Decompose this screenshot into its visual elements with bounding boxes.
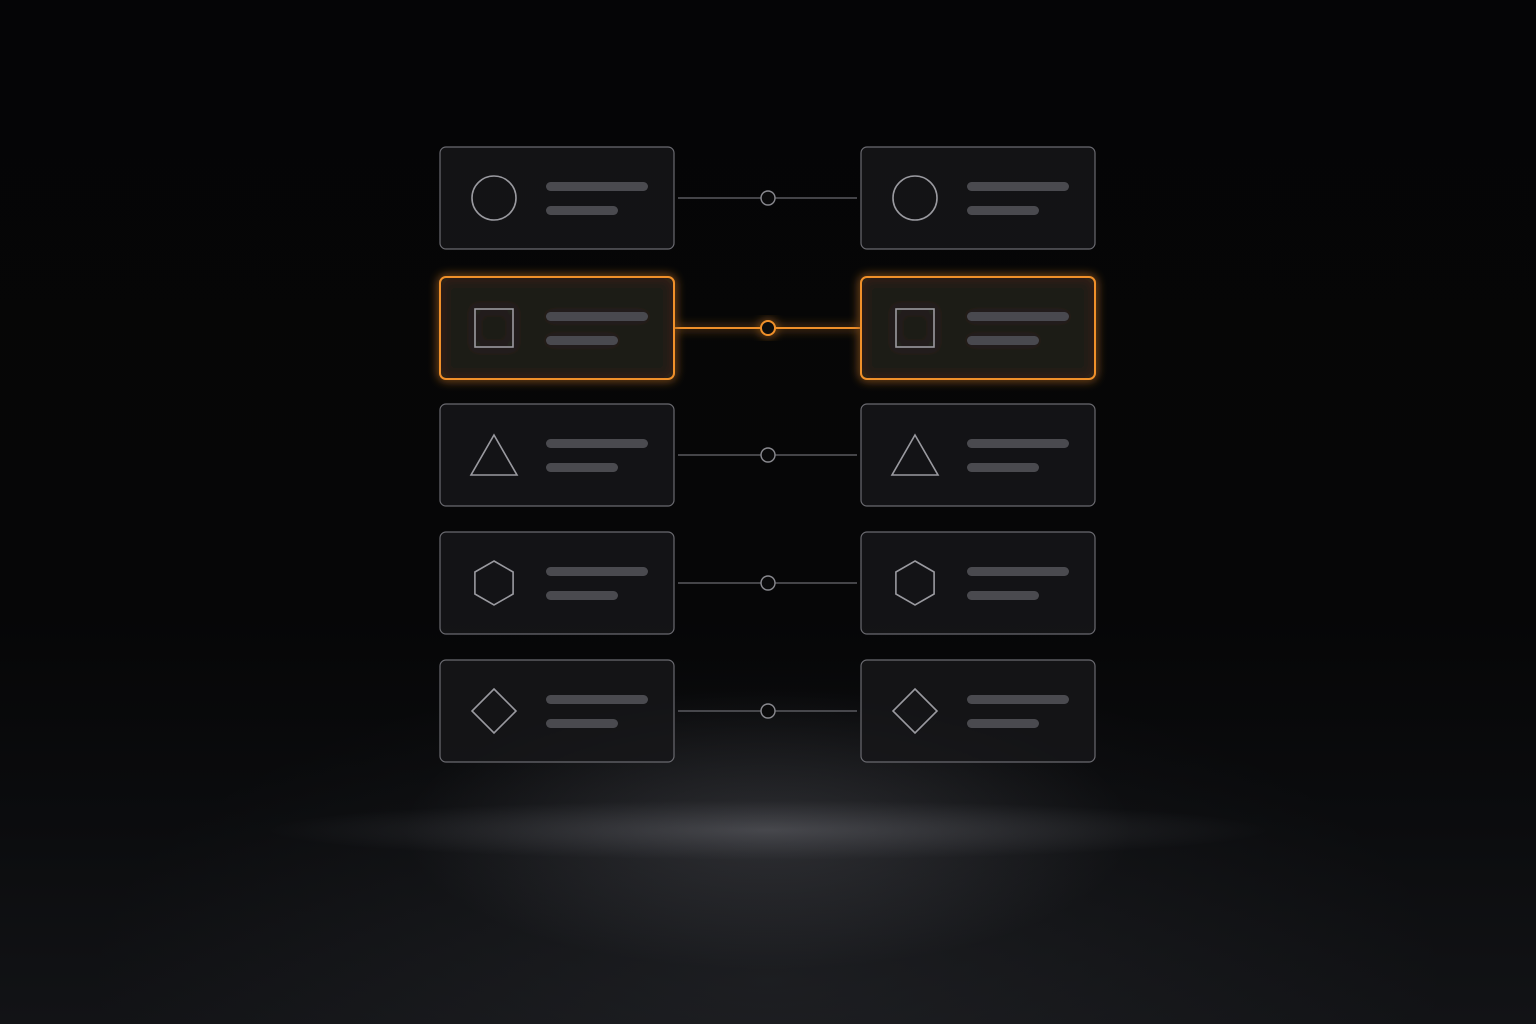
text-line-short	[546, 719, 618, 728]
text-line-short	[967, 463, 1039, 472]
text-line-long	[546, 312, 648, 321]
text-line-short	[546, 463, 618, 472]
text-line-long	[546, 695, 648, 704]
left-card-2	[439, 276, 675, 380]
floor-light	[260, 800, 1276, 860]
text-line-short	[967, 336, 1039, 345]
left-card-5	[439, 659, 675, 763]
card-frame	[860, 276, 1096, 380]
text-line-long	[546, 182, 648, 191]
connector-1	[678, 190, 857, 206]
text-line-long	[967, 695, 1069, 704]
connector-node	[760, 320, 776, 336]
connector-5	[678, 703, 857, 719]
square-icon	[895, 308, 935, 348]
card-frame	[439, 659, 675, 763]
text-line-long	[967, 182, 1069, 191]
connector-2	[674, 320, 861, 336]
triangle-icon	[469, 433, 519, 476]
text-line-short	[967, 719, 1039, 728]
text-line-short	[546, 591, 618, 600]
connector-node	[760, 703, 776, 719]
text-line-short	[967, 591, 1039, 600]
card-frame	[439, 146, 675, 250]
text-line-short	[546, 336, 618, 345]
right-card-1	[860, 146, 1096, 250]
text-line-short	[546, 206, 618, 215]
text-line-short	[967, 206, 1039, 215]
diamond-icon	[891, 687, 939, 735]
card-frame	[860, 146, 1096, 250]
card-frame	[439, 276, 675, 380]
circle-icon	[471, 175, 517, 221]
connector-node	[760, 190, 776, 206]
left-card-1	[439, 146, 675, 250]
hexagon-icon	[895, 560, 935, 606]
right-card-4	[860, 531, 1096, 635]
text-line-long	[967, 439, 1069, 448]
card-frame	[860, 659, 1096, 763]
right-card-3	[860, 403, 1096, 507]
triangle-icon	[890, 433, 940, 476]
connector-node	[760, 575, 776, 591]
card-frame	[860, 531, 1096, 635]
text-line-long	[967, 312, 1069, 321]
card-frame	[439, 531, 675, 635]
card-frame	[439, 403, 675, 507]
diamond-icon	[470, 687, 518, 735]
right-card-2	[860, 276, 1096, 380]
connector-3	[678, 447, 857, 463]
hexagon-icon	[474, 560, 514, 606]
text-line-long	[546, 439, 648, 448]
right-card-5	[860, 659, 1096, 763]
text-line-long	[967, 567, 1069, 576]
text-line-long	[546, 567, 648, 576]
circle-icon	[892, 175, 938, 221]
left-card-4	[439, 531, 675, 635]
left-card-3	[439, 403, 675, 507]
connector-4	[678, 575, 857, 591]
connector-node	[760, 447, 776, 463]
square-icon	[474, 308, 514, 348]
card-frame	[860, 403, 1096, 507]
